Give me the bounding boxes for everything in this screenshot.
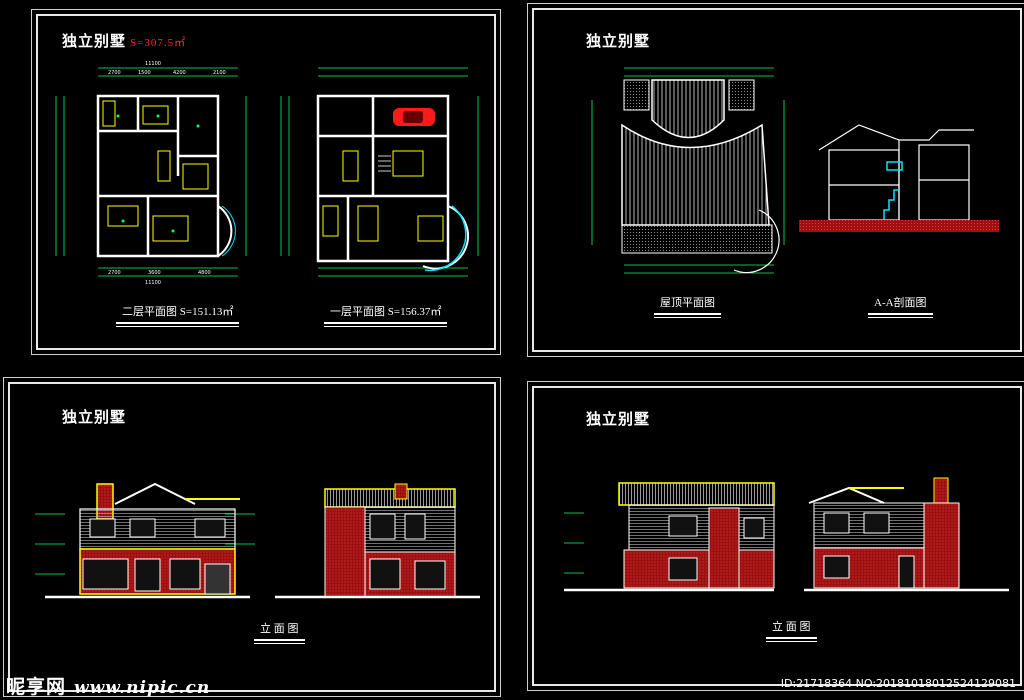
roof-upper (651, 79, 725, 139)
room-labels (116, 114, 200, 233)
sheet2-title: 独立别墅 (586, 32, 651, 50)
caption-underline (868, 313, 933, 315)
roof-gable (114, 482, 196, 505)
bay-window (217, 205, 233, 257)
section-walls (818, 124, 974, 221)
caption-underline-thin (766, 641, 817, 642)
sheet4-title: 独立别墅 (586, 410, 651, 428)
ground-wall (623, 549, 775, 589)
dim-top-seg-1: 1500 (138, 70, 151, 76)
total-area: S=307.5㎡ (130, 37, 187, 49)
dimension-lines (591, 67, 785, 274)
sheet1-title-text: 独立别墅 (62, 32, 127, 50)
brick-wall-left (324, 506, 366, 598)
level-markers (564, 512, 584, 574)
first-floor-plan (280, 67, 479, 277)
windows (823, 512, 915, 589)
elevation-caption-2-text: 立 面 图 (772, 621, 811, 633)
roof-terrace (621, 224, 773, 254)
furniture (102, 100, 209, 242)
first-floor-caption-text: 一层平面图 S=156.37㎡ (330, 306, 442, 318)
section-drawing (799, 124, 999, 232)
dim-bottom-seg-0: 2700 (108, 270, 121, 276)
front-elevation (35, 482, 255, 599)
walls (96, 94, 220, 258)
dim-bottom-seg-1: 3600 (148, 270, 161, 276)
rear-elevation (564, 482, 775, 592)
caption-underline-thin (868, 317, 933, 318)
elevation-caption-2: 立 面 图 (766, 618, 817, 642)
watermark-brand: 昵享网 www.nipic.cn (6, 672, 210, 699)
caption-underline (254, 639, 305, 641)
second-floor-caption: 二层平面图 S=151.13㎡ (116, 303, 240, 327)
section-caption: A-A剖面图 (868, 294, 933, 318)
car-icon (393, 108, 435, 126)
elevation-caption-1-text: 立 面 图 (260, 623, 299, 635)
roof (618, 482, 775, 506)
section-ground (799, 220, 999, 232)
bay-window-glass (424, 205, 467, 272)
brick-mass (923, 502, 960, 589)
dim-top-seg-0: 2700 (108, 70, 121, 76)
furniture (322, 150, 444, 242)
elevation-caption-1: 立 面 图 (254, 620, 305, 644)
brick-column (708, 507, 740, 589)
dimension-lines (55, 67, 247, 277)
caption-underline (324, 322, 448, 324)
walls (316, 94, 450, 263)
caption-underline (116, 322, 240, 324)
dim-top-seg-2: 4200 (173, 70, 186, 76)
watermark-id: ID:21718364 NO:20181018012524129081 (780, 677, 1016, 690)
second-floor-caption-text: 二层平面图 S=151.13㎡ (122, 306, 234, 318)
side-elevation (275, 483, 480, 599)
caption-underline-thin (654, 317, 721, 318)
first-floor-caption: 一层平面图 S=156.37㎡ (324, 303, 448, 327)
section-stair (883, 161, 903, 220)
watermark-url: www.nipic.cn (74, 678, 211, 698)
caption-underline (766, 637, 817, 639)
roof-plan (591, 67, 785, 274)
sheet-elevations-2: 独立别墅 (527, 381, 1024, 691)
side-elevation-2 (804, 477, 1009, 592)
windows (82, 518, 226, 592)
roof (324, 488, 456, 508)
caption-underline-thin (254, 643, 305, 644)
watermark-brand-text: 昵享网 (6, 676, 67, 698)
second-floor-plan: 11100 2700 1500 4200 2100 2700 3600 4800… (55, 61, 247, 286)
roof-caption: 屋顶平面图 (654, 294, 721, 318)
stair (378, 155, 391, 172)
windows (668, 515, 765, 581)
caption-underline (654, 313, 721, 315)
roof-gable (808, 486, 885, 504)
dim-bottom-total: 11100 (145, 280, 161, 286)
chimney-left (623, 79, 650, 111)
roof-main (621, 123, 770, 226)
windows (369, 513, 446, 590)
section-caption-text: A-A剖面图 (874, 297, 927, 309)
dim-top-total: 11100 (145, 61, 161, 67)
sheet3-title: 独立别墅 (62, 408, 127, 426)
garage-door (204, 563, 231, 595)
dim-top-seg-3: 2100 (213, 70, 226, 76)
caption-underline-thin (116, 326, 240, 327)
sheet-roof-section: 独立别墅 (527, 3, 1024, 357)
chimney (394, 483, 408, 500)
chimney-right (728, 79, 755, 111)
caption-underline-thin (324, 326, 448, 327)
dim-bottom-seg-2: 4800 (198, 270, 211, 276)
bay-window-glass (221, 205, 236, 257)
sheet-elevations-1: 独立别墅 (3, 377, 501, 697)
roof-caption-text: 屋顶平面图 (660, 297, 715, 309)
bay-roof (733, 209, 780, 274)
